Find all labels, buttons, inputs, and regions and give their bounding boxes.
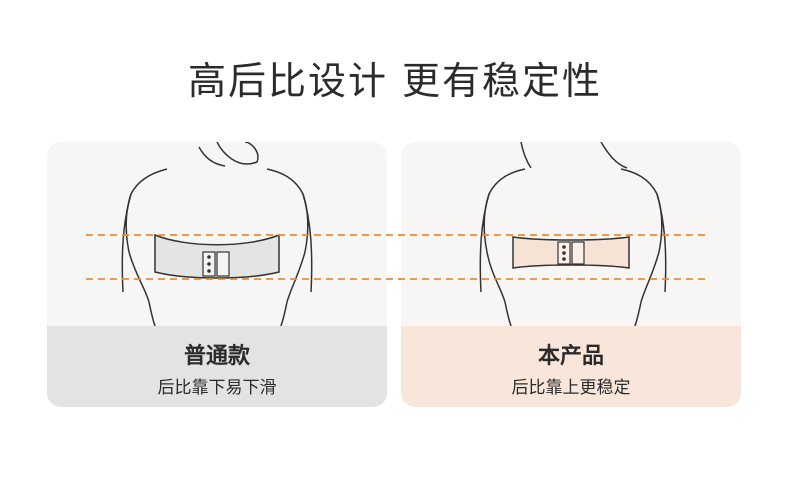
card-title-regular: 普通款 (183, 344, 250, 369)
comparison-card-regular: 普通款 后比靠下易下滑 (47, 142, 387, 407)
card-description-product: 后比靠上更稳定 (511, 378, 631, 398)
label-panel-regular: 普通款 后比靠下易下滑 (47, 326, 387, 407)
page-title: 高后比设计 更有稳定性 (187, 59, 603, 103)
comparison-card-product: 本产品 后比靠上更稳定 (401, 142, 741, 407)
figure-illustration-product (479, 142, 667, 326)
card-description-regular: 后比靠下易下滑 (157, 378, 277, 398)
label-panel-product: 本产品 后比靠上更稳定 (401, 326, 741, 407)
figure-illustration-regular (121, 142, 313, 326)
card-title-product: 本产品 (537, 344, 604, 369)
